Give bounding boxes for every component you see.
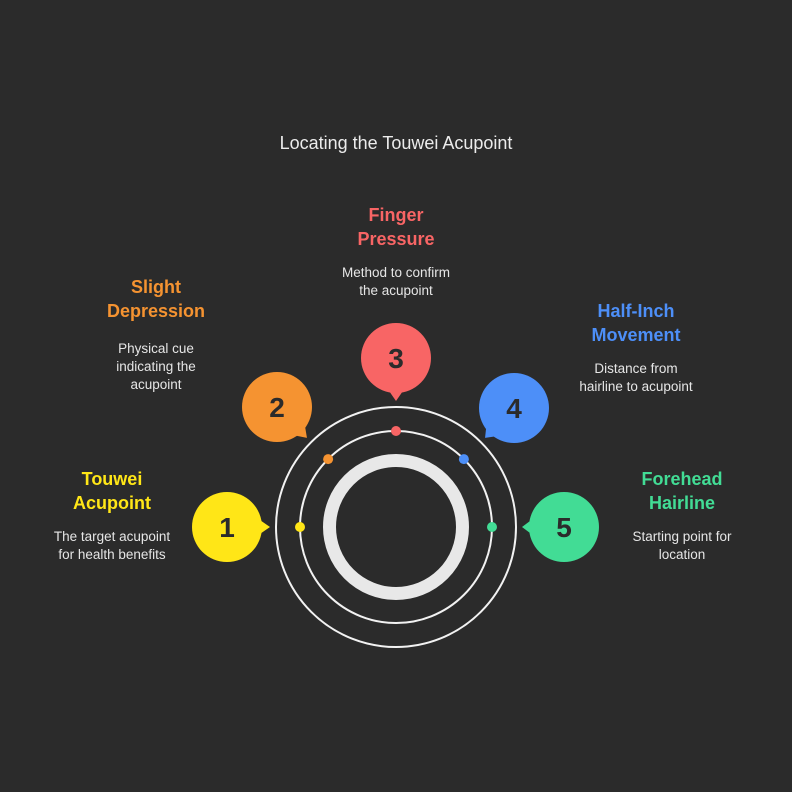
step-5-badge (529, 492, 599, 562)
title-line: Touwei (81, 469, 143, 489)
description-line: Starting point for (632, 529, 732, 544)
title-line: Half-Inch (597, 301, 675, 321)
step-3-badge (361, 323, 431, 393)
step-1-number: 1 (219, 512, 235, 543)
step-2-number: 2 (269, 392, 285, 423)
description-line: for health benefits (58, 547, 166, 562)
title-line: Acupoint (73, 493, 151, 513)
step-1-dot (295, 522, 305, 532)
step-5-description: Starting point for location (582, 528, 782, 564)
description-line: Distance from (594, 361, 678, 376)
title-line: Slight (131, 277, 181, 297)
description-line: the acupoint (359, 283, 433, 298)
title-line: Pressure (357, 229, 435, 249)
step-3-dot (391, 426, 401, 436)
description-line: Physical cue (118, 341, 194, 356)
title-line: Movement (591, 325, 681, 345)
description-line: The target acupoint (53, 529, 171, 544)
title-line: Depression (106, 301, 206, 321)
description-line: acupoint (130, 377, 182, 392)
step-4-number: 4 (506, 393, 522, 424)
outer-ring (275, 406, 517, 648)
step-4-dot (458, 454, 469, 465)
description-line: hairline to acupoint (579, 379, 693, 394)
title-line: Hairline (648, 493, 716, 513)
step-4-badge (479, 373, 549, 443)
description-line: indicating the (116, 359, 196, 374)
step-1-badge (192, 492, 262, 562)
step-5-number: 5 (556, 512, 572, 543)
description-line: location (658, 547, 706, 562)
title-line: Finger (368, 205, 424, 225)
step-2-dot (323, 454, 334, 465)
step-1-description: The target acupoint for health benefits (12, 528, 212, 564)
title-line: Forehead (641, 469, 723, 489)
step-5-dot (487, 522, 497, 532)
step-4-description: Distance from hairline to acupoint (536, 360, 736, 396)
step-2-badge (242, 372, 312, 442)
inner-thick-ring (323, 454, 469, 600)
step-3-number: 3 (388, 343, 404, 374)
step-3-description: Method to confirm the acupoint (296, 264, 496, 300)
diagram-title: Locating the Touwei Acupoint (279, 133, 513, 153)
step-2-description: Physical cue indicating the acupoint (56, 340, 256, 394)
description-line: Method to confirm (341, 265, 451, 280)
